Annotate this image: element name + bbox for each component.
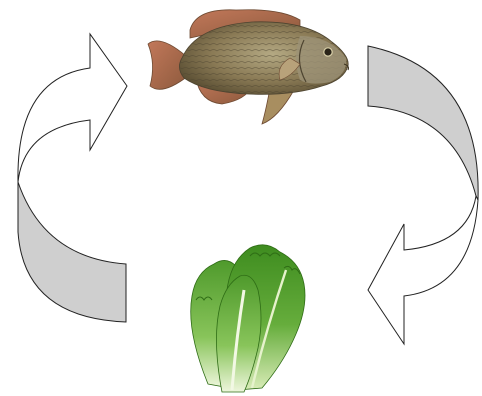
curved-arrow-down-shade — [368, 46, 478, 200]
curved-arrow-up-shade — [18, 182, 126, 322]
curved-arrow-down — [368, 46, 478, 344]
curved-arrow-up-body — [18, 34, 127, 182]
curved-arrow-up — [18, 34, 127, 322]
lettuce-illustration — [191, 245, 305, 392]
fish-eye — [324, 48, 332, 56]
fish-illustration — [148, 10, 349, 124]
curved-arrow-down-body — [368, 196, 478, 344]
